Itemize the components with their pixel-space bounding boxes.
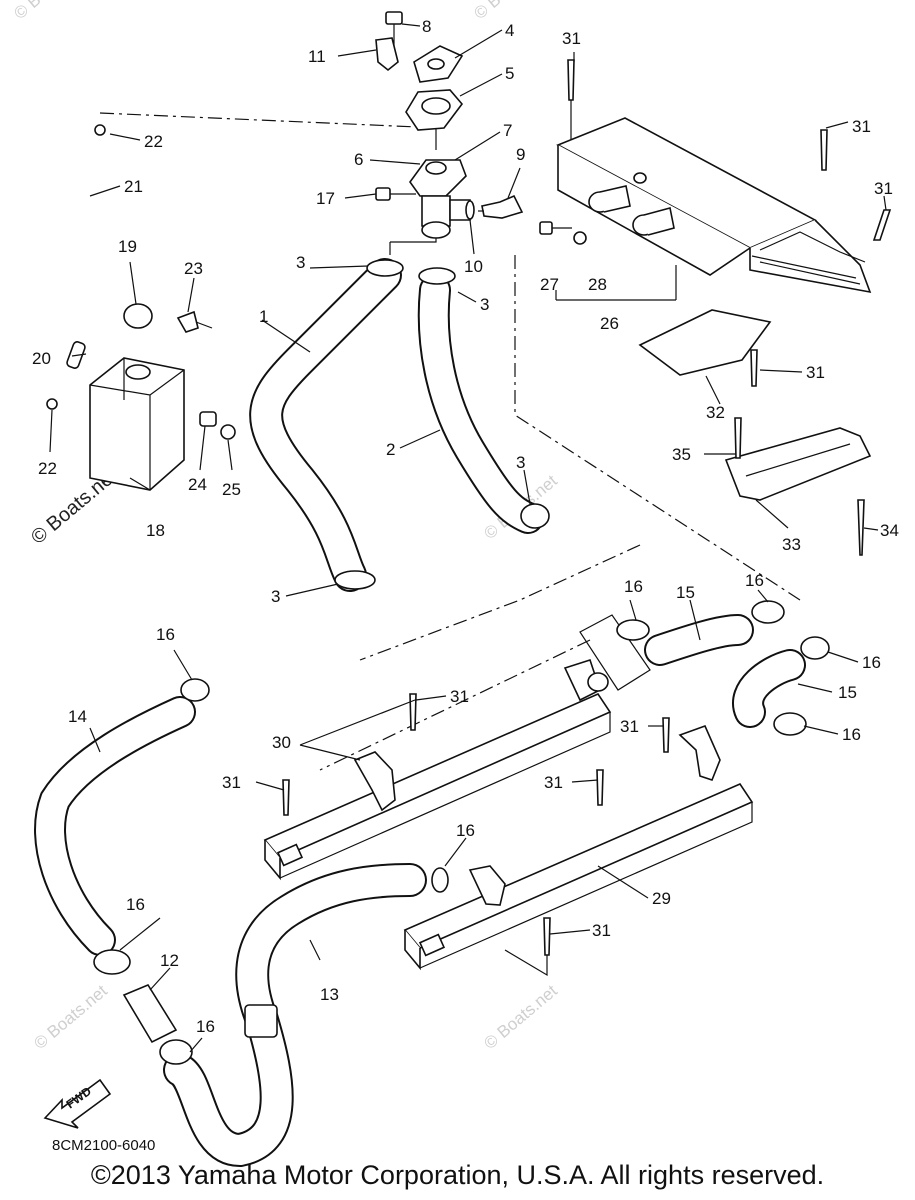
part-label: 35 — [672, 445, 691, 464]
part-label: 31 — [592, 921, 611, 940]
part-label: 33 — [782, 535, 801, 554]
part-label: 4 — [505, 21, 514, 40]
part-label: 34 — [880, 521, 899, 540]
part-label: 30 — [272, 733, 291, 752]
part-label: 31 — [562, 29, 581, 48]
part-label: 31 — [806, 363, 825, 382]
hoses-15 — [579, 600, 830, 736]
part-label: 5 — [505, 64, 514, 83]
part-label: 25 — [222, 480, 241, 499]
cooler-pipes — [263, 658, 754, 977]
part-label: 16 — [842, 725, 861, 744]
part-label: 16 — [456, 821, 475, 840]
thermostat-assembly — [375, 11, 524, 255]
part-labels: 1 2 3 3 3 3 4 5 6 7 8 9 10 11 12 13 14 1… — [32, 17, 899, 1036]
part-label: 22 — [144, 132, 163, 151]
part-label: 23 — [184, 259, 203, 278]
diagram-code: 8CM2100-6040 — [52, 1137, 155, 1154]
part-label: 9 — [516, 145, 525, 164]
part-label: 27 — [540, 275, 559, 294]
part-label: 26 — [600, 314, 619, 333]
part-label: 31 — [544, 773, 563, 792]
leader-lines — [49, 23, 887, 1053]
fwd-arrow: FWD — [43, 1078, 112, 1129]
cooler-block — [539, 59, 892, 301]
hoses-upper — [249, 258, 550, 592]
part-label: 7 — [503, 121, 512, 140]
part-label: 31 — [450, 687, 469, 706]
part-label: 19 — [118, 237, 137, 256]
part-label: 15 — [838, 683, 857, 702]
mounting-brackets — [638, 309, 872, 556]
part-label: 16 — [156, 625, 175, 644]
part-label: 16 — [862, 653, 881, 672]
part-label: 31 — [874, 179, 893, 198]
part-label: 18 — [146, 521, 165, 540]
part-label: 1 — [259, 307, 268, 326]
part-label: 14 — [68, 707, 87, 726]
part-label: 3 — [480, 295, 489, 314]
part-label: 12 — [160, 951, 179, 970]
part-label: 3 — [296, 253, 305, 272]
part-label: 17 — [316, 189, 335, 208]
watermark-faint: © Boats.net — [480, 981, 561, 1053]
part-label: 31 — [852, 117, 871, 136]
part-label: 20 — [32, 349, 51, 368]
watermark-faint: © Boats.net — [30, 981, 111, 1053]
part-label: 2 — [386, 440, 395, 459]
part-label: 10 — [464, 257, 483, 276]
part-label: 29 — [652, 889, 671, 908]
part-label: 22 — [38, 459, 57, 478]
copyright-notice: ©2013 Yamaha Motor Corporation, U.S.A. A… — [90, 1160, 825, 1190]
part-label: 31 — [222, 773, 241, 792]
part-label: 3 — [271, 587, 280, 606]
part-label: 11 — [308, 47, 326, 66]
part-label: 13 — [320, 985, 339, 1004]
part-label: 24 — [188, 475, 207, 494]
watermark-faint: © Boats.net — [470, 0, 551, 23]
part-label: 16 — [196, 1017, 215, 1036]
part-label: 16 — [624, 577, 643, 596]
part-label: 21 — [124, 177, 143, 196]
reservoir-tank — [11, 124, 236, 491]
watermark-faint: © Boats.net — [10, 0, 91, 23]
part-label: 31 — [620, 717, 639, 736]
part-label: 32 — [706, 403, 725, 422]
part-label: 6 — [354, 150, 363, 169]
part-label: 8 — [422, 17, 431, 36]
part-label: 16 — [126, 895, 145, 914]
reference-lines — [99, 112, 801, 771]
part-label: 3 — [516, 453, 525, 472]
part-label: 16 — [745, 571, 764, 590]
part-label: 15 — [676, 583, 695, 602]
part-label: 28 — [588, 275, 607, 294]
hoses-lower — [34, 678, 449, 1168]
